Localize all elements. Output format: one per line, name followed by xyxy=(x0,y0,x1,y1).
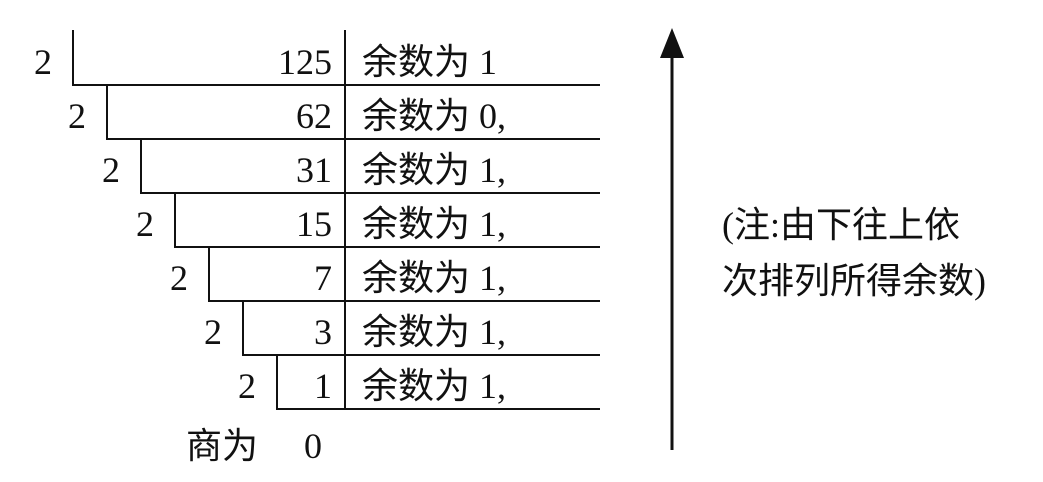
remainder-label-5: 余数为 1, xyxy=(362,312,507,352)
division-bracket-horizontal-4 xyxy=(208,300,600,302)
division-bracket-horizontal-5 xyxy=(242,354,600,356)
arrow-head-icon xyxy=(660,28,684,58)
division-bracket-vertical-0 xyxy=(72,30,74,86)
division-bracket-horizontal-0 xyxy=(72,84,600,86)
division-bracket-vertical-1 xyxy=(106,84,108,140)
divisor-3: 2 xyxy=(136,204,154,244)
dividend-1: 62 xyxy=(296,96,332,136)
division-bracket-horizontal-3 xyxy=(174,246,600,248)
remainder-label-6: 余数为 1, xyxy=(362,366,507,406)
remainder-label-0: 余数为 1 xyxy=(362,42,498,82)
division-bracket-vertical-2 xyxy=(140,138,142,194)
division-bracket-vertical-4 xyxy=(208,246,210,302)
divisor-1: 2 xyxy=(68,96,86,136)
remainder-label-2: 余数为 1, xyxy=(362,150,507,190)
note-line-2: 次排列所得余数) xyxy=(722,261,986,301)
dividend-5: 3 xyxy=(314,312,332,352)
dividend-3: 15 xyxy=(296,204,332,244)
division-bracket-horizontal-1 xyxy=(106,138,600,140)
dividend-6: 1 xyxy=(314,366,332,406)
remainder-label-1: 余数为 0, xyxy=(362,96,507,136)
dividend-2: 31 xyxy=(296,150,332,190)
final-quotient-label: 商为 xyxy=(186,426,259,466)
division-bracket-vertical-3 xyxy=(174,192,176,248)
dividend-4: 7 xyxy=(314,258,332,298)
upward-arrow xyxy=(660,28,684,450)
remainder-label-3: 余数为 1, xyxy=(362,204,507,244)
remainder-column-divider xyxy=(344,30,346,408)
divisor-5: 2 xyxy=(204,312,222,352)
remainder-label-4: 余数为 1, xyxy=(362,258,507,298)
note-line-1: (注:由下往上依 xyxy=(722,205,960,245)
divisor-4: 2 xyxy=(170,258,188,298)
final-quotient-value: 0 xyxy=(304,426,322,466)
division-bracket-horizontal-6 xyxy=(276,408,600,410)
divisor-6: 2 xyxy=(238,366,256,406)
division-bracket-vertical-5 xyxy=(242,300,244,356)
divisor-0: 2 xyxy=(34,42,52,82)
division-bracket-horizontal-2 xyxy=(140,192,600,194)
divisor-2: 2 xyxy=(102,150,120,190)
division-bracket-vertical-6 xyxy=(276,354,278,410)
dividend-0: 125 xyxy=(278,42,332,82)
